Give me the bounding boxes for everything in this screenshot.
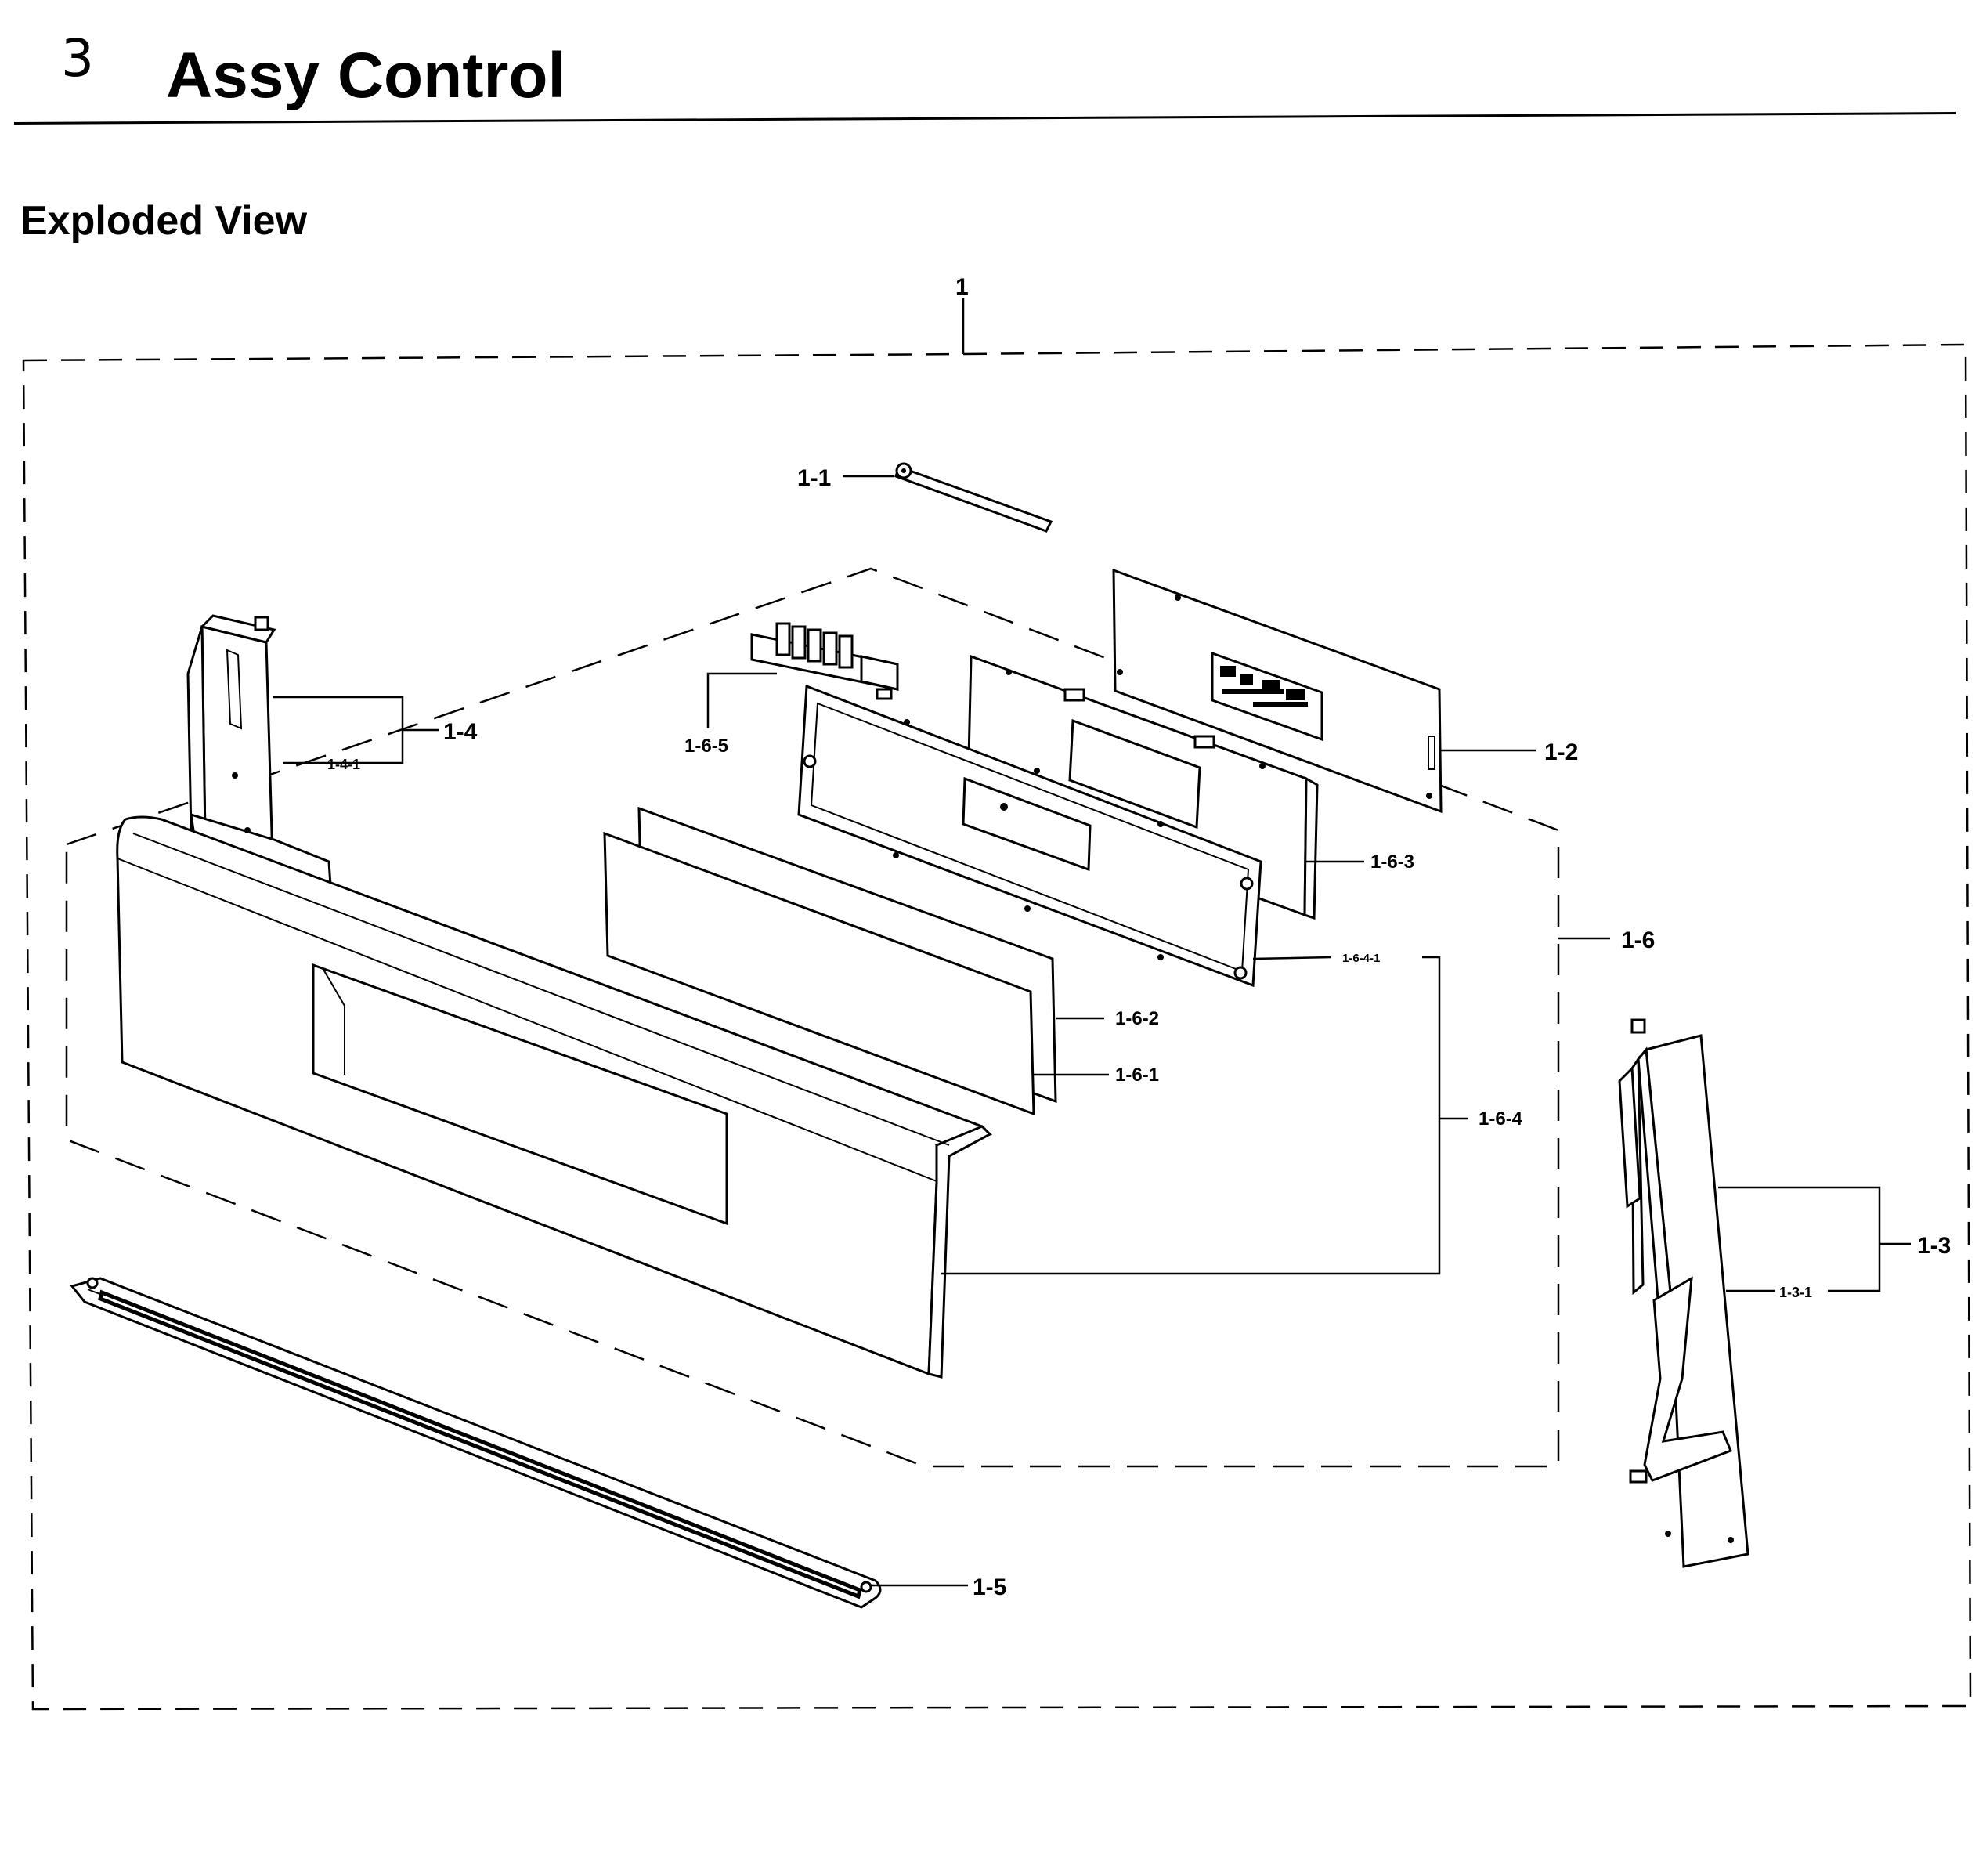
- section-number: 3: [61, 28, 94, 89]
- part-1-2-rear-panel: [1112, 568, 1443, 814]
- callout-1-6: 1-6: [1621, 927, 1655, 953]
- exploded-view-title: Exploded View: [20, 198, 308, 244]
- part-1-5-trim-strip: [70, 1277, 882, 1609]
- part-1-1-rod: [894, 462, 1053, 533]
- sub-assembly-1-6-boundary: [65, 567, 1560, 1468]
- part-1-6-4-1-gasket-frame: [797, 684, 1262, 988]
- page-header: 3 Assy Control: [0, 0, 1986, 133]
- callout-1-5: 1-5: [973, 1574, 1006, 1600]
- callout-1-6-4: 1-6-4: [1479, 1108, 1523, 1130]
- part-1-6-4-front-panel: [116, 815, 993, 1379]
- callout-1-6-5: 1-6-5: [684, 736, 728, 757]
- callout-1-3: 1-3: [1917, 1233, 1951, 1259]
- part-1-6-1-overlay: [603, 831, 1035, 1116]
- section-title: Assy Control: [166, 40, 566, 111]
- callout-1-4: 1-4: [443, 719, 478, 745]
- callout-1-2: 1-2: [1544, 739, 1578, 765]
- part-1-3-right-bracket: [1618, 1018, 1749, 1568]
- callout-1-6-4-1: 1-6-4-1: [1342, 952, 1380, 965]
- callout-1-3-1: 1-3-1: [1779, 1285, 1812, 1300]
- callout-1-6-3: 1-6-3: [1370, 851, 1414, 873]
- assembly-boundary: [22, 343, 1972, 1711]
- callout-1: 1: [955, 274, 969, 300]
- part-1-6-5-switch-block: [750, 622, 899, 700]
- callout-1-6-1: 1-6-1: [1115, 1065, 1159, 1086]
- callout-leaders: [273, 475, 1911, 1587]
- callout-1-1: 1-1: [797, 465, 831, 491]
- callout-1-4-1: 1-4-1: [327, 757, 360, 772]
- callout-1-6-2: 1-6-2: [1115, 1008, 1159, 1029]
- part-1-4-left-bracket: [186, 614, 332, 887]
